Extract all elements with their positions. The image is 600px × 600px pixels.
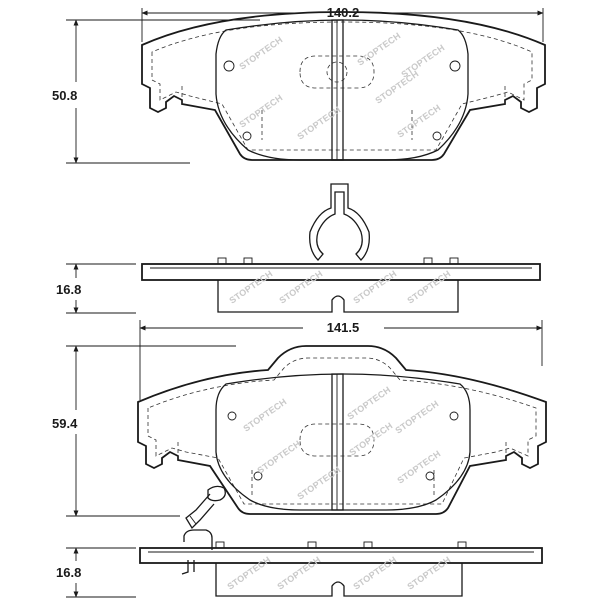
watermark-text: STOPTECH	[275, 554, 322, 591]
watermark-text: STOPTECH	[345, 384, 392, 421]
watermark-text: STOPTECH	[355, 30, 402, 67]
top-pad-side-view	[141, 183, 541, 313]
top-pad-width-dimension: 140.2	[141, 5, 544, 42]
watermark-text: STOPTECH	[395, 448, 442, 485]
bottom-pad-width-dimension: 141.5	[139, 320, 543, 400]
watermark-text: STOPTECH	[351, 268, 398, 305]
watermark-text: STOPTECH	[393, 398, 440, 435]
bottom-pad-side-view	[139, 529, 543, 597]
watermark-text: STOPTECH	[255, 438, 302, 475]
watermark-text: STOPTECH	[295, 464, 342, 501]
bottom-height-label: 59.4	[52, 416, 78, 431]
watermark-text: STOPTECH	[295, 104, 342, 141]
top-side-watermark: STOPTECH STOPTECH STOPTECH STOPTECH	[227, 268, 452, 305]
top-pad-height-dimension: 50.8	[52, 19, 260, 164]
bottom-thickness-label: 16.8	[56, 565, 81, 580]
top-thickness-label: 16.8	[56, 282, 81, 297]
watermark-text: STOPTECH	[241, 396, 288, 433]
bottom-pad-height-dimension: 59.4	[52, 345, 236, 517]
watermark-text: STOPTECH	[351, 554, 398, 591]
watermark-text: STOPTECH	[405, 554, 452, 591]
watermark-text: STOPTECH	[227, 268, 274, 305]
top-pad-watermark: STOPTECH STOPTECH STOPTECH STOPTECH STOP…	[237, 30, 446, 141]
watermark-text: STOPTECH	[277, 268, 324, 305]
watermark-text: STOPTECH	[373, 68, 420, 105]
watermark-text: STOPTECH	[399, 42, 446, 79]
watermark-text: STOPTECH	[405, 268, 452, 305]
bottom-side-watermark: STOPTECH STOPTECH STOPTECH STOPTECH	[225, 554, 452, 591]
bottom-pad-thickness-dimension: 16.8	[56, 547, 136, 598]
top-pad-thickness-dimension: 16.8	[56, 263, 136, 314]
bottom-pad-front-view	[137, 345, 547, 530]
bottom-pad-watermark: STOPTECH STOPTECH STOPTECH STOPTECH STOP…	[241, 384, 442, 501]
top-width-label: 140.2	[327, 5, 360, 20]
top-pad-front-view	[141, 11, 546, 161]
watermark-text: STOPTECH	[237, 92, 284, 129]
bottom-width-label: 141.5	[327, 320, 360, 335]
watermark-text: STOPTECH	[347, 420, 394, 457]
watermark-text: STOPTECH	[225, 554, 272, 591]
top-height-label: 50.8	[52, 88, 77, 103]
watermark-text: STOPTECH	[395, 102, 442, 139]
watermark-text: STOPTECH	[237, 34, 284, 71]
